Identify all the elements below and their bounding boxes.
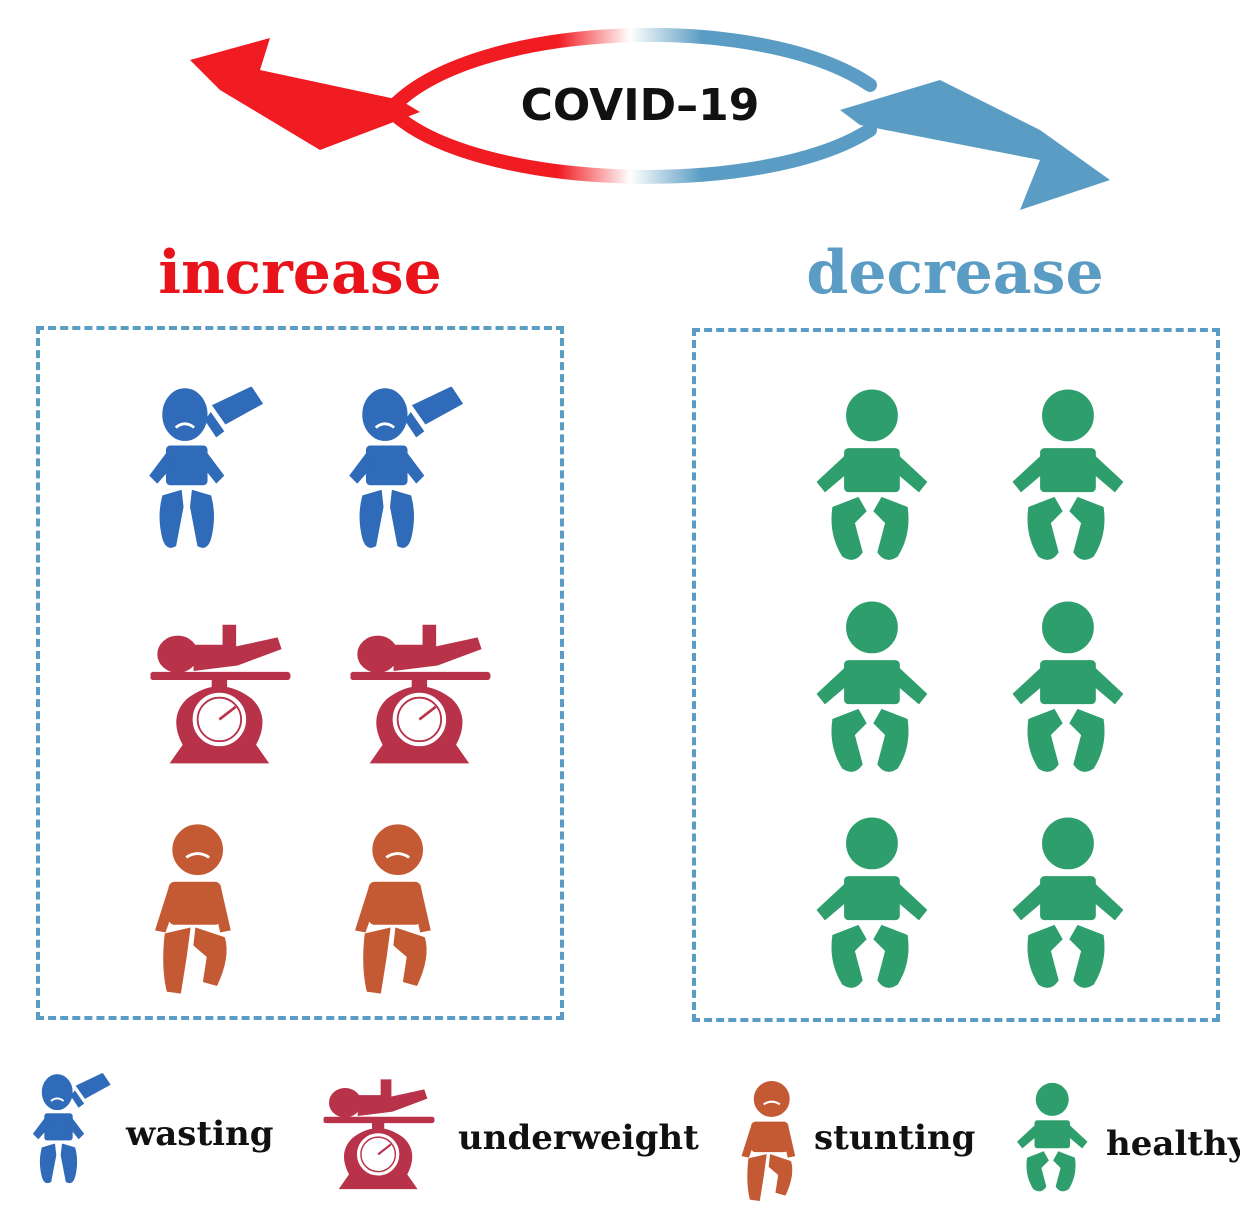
increase-underweight-icon-4 xyxy=(348,618,498,772)
decrease-heading: decrease xyxy=(806,238,1104,308)
legend-underweight-label: underweight xyxy=(458,1118,699,1158)
decrease-healthy-icon-4 xyxy=(1004,600,1128,776)
increase-wasting-icon-2 xyxy=(348,384,468,556)
decrease-panel xyxy=(692,328,1220,1022)
decrease-healthy-icon-5 xyxy=(808,816,932,992)
decrease-healthy-icon-1 xyxy=(808,388,932,564)
decrease-healthy-icon-2 xyxy=(1004,388,1128,564)
increase-stunting-icon-6 xyxy=(348,820,434,998)
decrease-healthy-icon-3 xyxy=(808,600,932,776)
increase-stunting-icon-5 xyxy=(148,820,234,998)
covid-double-arrow xyxy=(190,27,1110,210)
increase-panel xyxy=(36,326,564,1020)
increase-wasting-icon-1 xyxy=(148,384,268,556)
decrease-healthy-icon-6 xyxy=(1004,816,1128,992)
legend-underweight-icon xyxy=(322,1074,440,1196)
legend-healthy-icon xyxy=(1012,1082,1090,1194)
legend-wasting-label: wasting xyxy=(126,1114,274,1154)
legend-stunting-icon xyxy=(736,1080,798,1202)
legend-wasting-icon xyxy=(32,1072,114,1188)
legend-healthy-label: healthy xyxy=(1106,1124,1240,1164)
legend-stunting-label: stunting xyxy=(814,1118,976,1158)
increase-heading: increase xyxy=(158,238,442,308)
increase-underweight-icon-3 xyxy=(148,618,298,772)
covid-title: COVID–19 xyxy=(520,80,760,131)
